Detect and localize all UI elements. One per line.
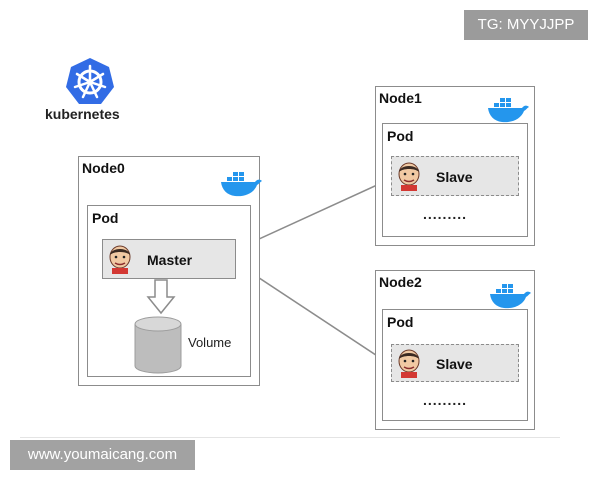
kubernetes-logo-icon bbox=[66, 58, 114, 104]
node2-title: Node2 bbox=[379, 274, 422, 290]
node1-pod-title: Pod bbox=[387, 128, 414, 144]
jenkins-icon bbox=[109, 245, 131, 274]
docker-whale-icon bbox=[490, 284, 531, 309]
node0-title: Node0 bbox=[82, 160, 125, 176]
database-cylinder-icon bbox=[134, 316, 182, 374]
master-label: Master bbox=[147, 252, 193, 268]
slave-label-1: Slave bbox=[436, 169, 473, 185]
site-watermark: www.youmaicang.com bbox=[10, 440, 195, 470]
slave-container-1: Slave bbox=[391, 156, 519, 196]
slave-label-2: Slave bbox=[436, 356, 473, 372]
node1-pod: Pod Slave ......... bbox=[382, 123, 528, 237]
slave-container-2: Slave bbox=[391, 344, 519, 382]
node0-pod-title: Pod bbox=[92, 210, 119, 226]
more-indicator-2: ......... bbox=[423, 392, 468, 408]
volume-label: Volume bbox=[188, 335, 232, 350]
node1-title: Node1 bbox=[379, 90, 422, 106]
node2-pod: Pod Slave ......... bbox=[382, 309, 528, 421]
arrow-down-icon bbox=[146, 279, 176, 315]
tg-watermark: TG: MYYJJPP bbox=[464, 10, 588, 40]
jenkins-icon bbox=[398, 162, 420, 191]
more-indicator-1: ......... bbox=[423, 206, 468, 222]
node2-pod-title: Pod bbox=[387, 314, 414, 330]
node2-box: Node2 Pod Slave ......... bbox=[375, 270, 535, 430]
connector-to-node2 bbox=[234, 261, 390, 364]
divider bbox=[20, 437, 560, 438]
kubernetes-wordmark: kubernetes bbox=[45, 106, 120, 122]
master-container: Master bbox=[102, 239, 236, 279]
docker-whale-icon bbox=[488, 98, 529, 123]
docker-whale-icon bbox=[221, 172, 262, 197]
connector-to-node1 bbox=[234, 178, 390, 251]
node1-box: Node1 Pod Slave ......... bbox=[375, 86, 535, 246]
jenkins-icon bbox=[398, 349, 420, 378]
